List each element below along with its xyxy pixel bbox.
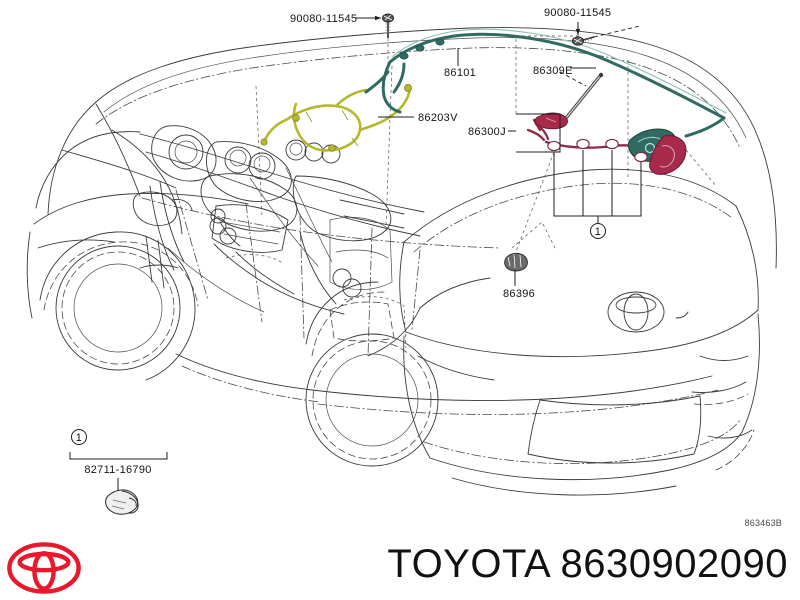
antenna-rod-86309E — [564, 72, 604, 120]
footer-bar: TOYOTA 8630902090 — [0, 538, 800, 600]
callout-label-86101: 86101 — [444, 67, 476, 79]
footer-title: TOYOTA 8630902090 — [387, 542, 788, 586]
interior-dashboard — [139, 125, 425, 349]
feeder-cable-86300J — [526, 112, 687, 175]
callout-label-86203V: 86203V — [418, 112, 458, 124]
item-number-marker-legend: 1 — [76, 432, 82, 444]
sheet-reference-code: 863463B — [744, 518, 782, 528]
callout-label-86396: 86396 — [503, 288, 535, 300]
vehicle-body-outline — [26, 27, 777, 496]
legend-block: 1 82711-16790 — [69, 429, 168, 515]
legend-part-number: 82711-16790 — [84, 464, 151, 476]
screw-icon-right — [572, 36, 595, 46]
toyota-logo — [7, 542, 81, 594]
callout-label-90080-11545-left: 90080-11545 — [290, 13, 357, 25]
grommet-86396-icon — [504, 252, 528, 272]
clip-sample-86300J — [534, 112, 568, 130]
callout-labels: 90080-11545 90080-11545 86101 86309E 862… — [290, 7, 611, 300]
rear-emblem — [607, 291, 665, 333]
clip-part-icon — [105, 489, 139, 515]
callout-label-86309E: 86309E — [533, 65, 573, 77]
antenna-harness-86203V — [260, 62, 412, 152]
item-marker-main: 1 — [590, 223, 606, 239]
callout-label-86300J: 86300J — [468, 126, 506, 138]
screw-icon-left — [382, 13, 394, 38]
antenna-cord-86101 — [381, 28, 727, 138]
leader-lines — [356, 15, 717, 286]
item-number-marker-main: 1 — [595, 226, 601, 238]
callout-label-90080-11545-right: 90080-11545 — [544, 7, 611, 19]
